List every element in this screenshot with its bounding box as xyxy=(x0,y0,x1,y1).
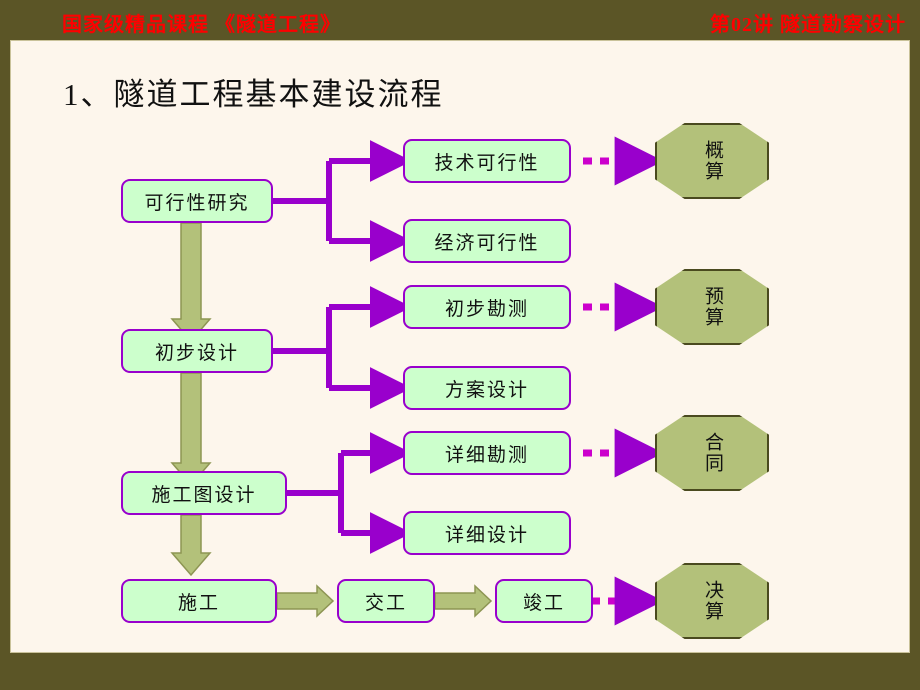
lecture-title: 第02讲 隧道勘察设计 xyxy=(710,14,906,36)
flow-box-technical-feasibility[interactable]: 技术可行性 xyxy=(403,139,571,183)
flow-box-construction-drawing-design[interactable]: 施工图设计 xyxy=(121,471,287,515)
octagon-budget-label: 预算 xyxy=(701,286,723,328)
flow-box-scheme-design[interactable]: 方案设计 xyxy=(403,366,571,410)
header-bar: 国家级精品课程 《隧道工程》 第02讲 隧道勘察设计 xyxy=(0,0,920,38)
slide-content: 1、隧道工程基本建设流程 xyxy=(10,40,910,653)
course-title: 国家级精品课程 《隧道工程》 xyxy=(62,14,341,36)
flow-box-construction[interactable]: 施工 xyxy=(121,579,277,623)
flow-box-preliminary-design[interactable]: 初步设计 xyxy=(121,329,273,373)
flow-box-handover[interactable]: 交工 xyxy=(337,579,435,623)
flow-box-completion[interactable]: 竣工 xyxy=(495,579,593,623)
flow-box-detailed-survey[interactable]: 详细勘测 xyxy=(403,431,571,475)
octagon-contract[interactable]: 合同 xyxy=(655,415,769,491)
flow-box-detailed-design[interactable]: 详细设计 xyxy=(403,511,571,555)
octagon-final-account[interactable]: 决算 xyxy=(655,563,769,639)
octagon-budget-estimate[interactable]: 概算 xyxy=(655,123,769,199)
flow-box-feasibility-study[interactable]: 可行性研究 xyxy=(121,179,273,223)
octagon-budget-estimate-label-1: 概算 xyxy=(701,140,723,182)
flow-box-preliminary-survey[interactable]: 初步勘测 xyxy=(403,285,571,329)
flow-box-economic-feasibility[interactable]: 经济可行性 xyxy=(403,219,571,263)
octagon-final-account-label: 决算 xyxy=(701,580,723,622)
octagon-budget[interactable]: 预算 xyxy=(655,269,769,345)
page-title: 1、隧道工程基本建设流程 xyxy=(63,77,444,112)
octagon-contract-label: 合同 xyxy=(701,432,723,474)
